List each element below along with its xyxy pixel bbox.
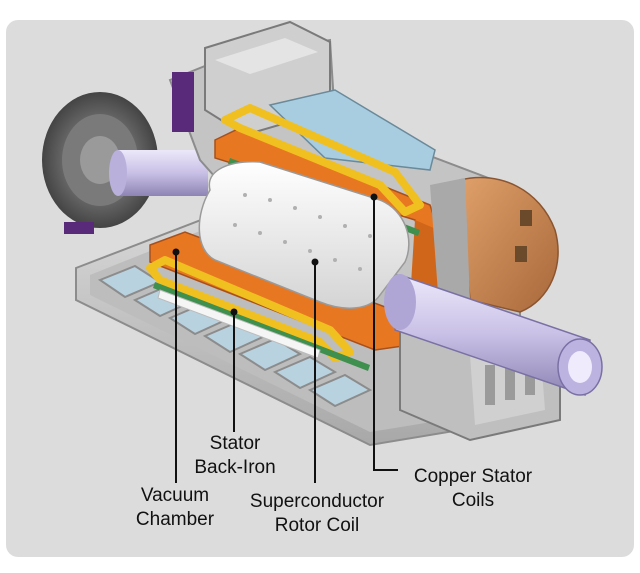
label-copper-stator-coils-line1: Copper Stator [398,465,548,489]
label-stator-back-iron-line2: Back-Iron [190,456,280,480]
label-superconductor-rotor-coil-line1: Superconductor [232,490,402,514]
label-stator-back-iron-line1: Stator [190,432,280,456]
label-vacuum-chamber-line1: Vacuum [120,484,230,508]
label-copper-stator-coils: Copper Stator Coils [398,465,548,513]
left-shaft [109,150,208,196]
label-vacuum-chamber-line2: Chamber [120,508,230,532]
label-superconductor-rotor-coil-line2: Rotor Coil [232,514,402,538]
label-superconductor-rotor-coil: Superconductor Rotor Coil [232,490,402,538]
label-copper-stator-coils-line2: Coils [398,489,548,513]
label-vacuum-chamber: Vacuum Chamber [120,484,230,532]
label-stator-back-iron: Stator Back-Iron [190,432,280,480]
